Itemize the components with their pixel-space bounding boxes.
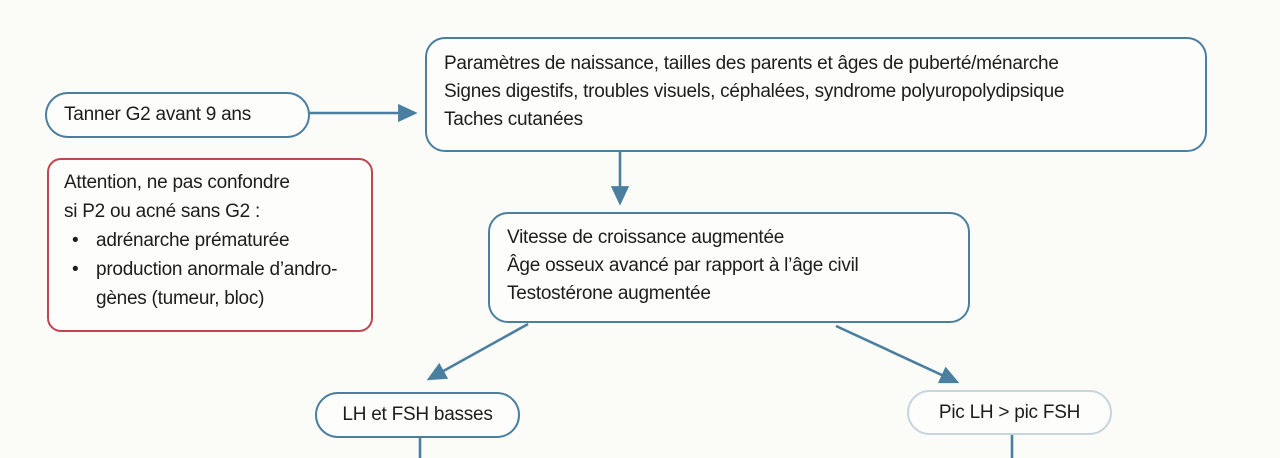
node-lh-fsh-basses: LH et FSH basses xyxy=(315,392,520,438)
attention-bullet-2-line-1: production anormale d’andro- xyxy=(96,259,338,280)
attention-bullet-2-text: production anormale d’andro- gènes (tume… xyxy=(96,255,337,313)
attention-line-2: si P2 ou acné sans G2 : xyxy=(64,201,260,222)
arrow-findings-to-piclh xyxy=(835,324,960,384)
bullet-icon: • xyxy=(72,230,79,251)
node-pic-lh-pic-fsh-label: Pic LH > pic FSH xyxy=(938,401,1081,423)
history-line-1: Paramètres de naissance, tailles des par… xyxy=(444,53,1059,74)
history-line-3: Taches cutanées xyxy=(444,109,583,130)
findings-line-2: Âge osseux avancé par rapport à l’âge ci… xyxy=(507,255,859,276)
bullet-icon: • xyxy=(72,259,79,280)
arrow-findings-to-lhfsh xyxy=(426,322,529,381)
node-attention-warning: Attention, ne pas confondre si P2 ou acn… xyxy=(47,158,373,332)
node-lh-fsh-basses-label: LH et FSH basses xyxy=(342,404,493,425)
findings-line-1: Vitesse de croissance augmentée xyxy=(507,227,785,248)
node-clinical-findings: Vitesse de croissance augmentée Âge osse… xyxy=(488,212,970,323)
attention-bullet-2: • production anormale d’andro- gènes (tu… xyxy=(64,255,357,313)
node-tanner-g2-label: Tanner G2 avant 9 ans xyxy=(64,104,251,125)
node-pic-lh-pic-fsh: Pic LH > pic FSH xyxy=(907,390,1112,435)
attention-bullet-2-line-2: gènes (tumeur, bloc) xyxy=(96,288,265,309)
findings-line-3: Testostérone augmentée xyxy=(507,283,711,304)
node-history-signs: Paramètres de naissance, tailles des par… xyxy=(425,37,1207,152)
attention-bullet-1-text: adrénarche prématurée xyxy=(96,230,290,251)
node-tanner-g2: Tanner G2 avant 9 ans xyxy=(45,92,310,138)
attention-bullet-1: • adrénarche prématurée xyxy=(64,226,357,255)
attention-line-1: Attention, ne pas confondre xyxy=(64,172,290,193)
history-line-2: Signes digestifs, troubles visuels, céph… xyxy=(444,81,1065,102)
